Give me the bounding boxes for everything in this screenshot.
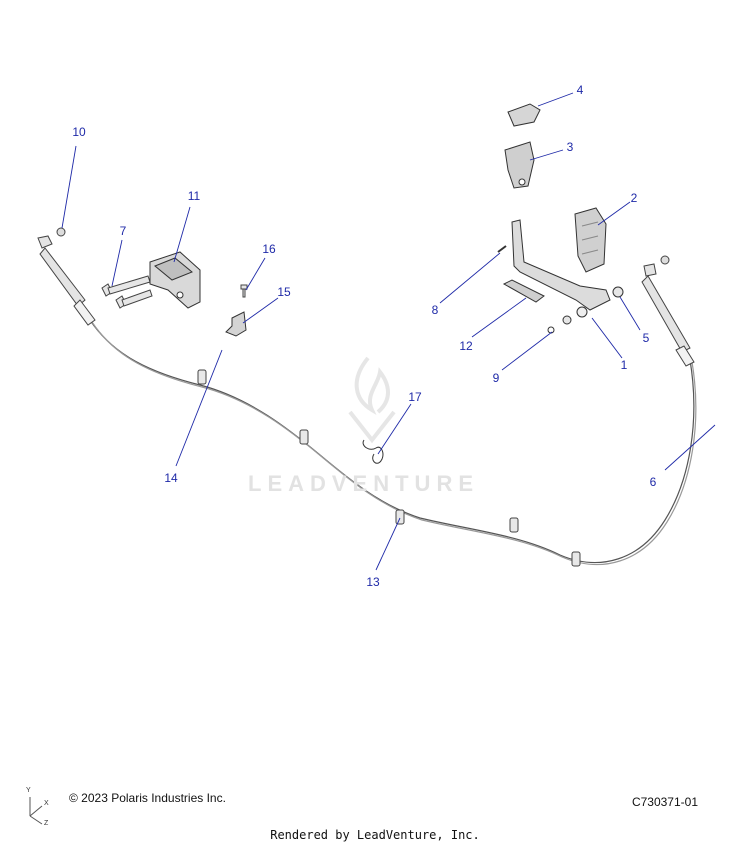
watermark-text: LEADVENTURE xyxy=(248,471,480,496)
callout-5: 5 xyxy=(642,331,650,345)
left-cable-boot xyxy=(37,235,96,326)
pedal-arm-1 xyxy=(511,219,611,318)
bolt-7 xyxy=(101,275,153,309)
clip-9 xyxy=(547,326,555,334)
callout-11: 11 xyxy=(187,189,201,203)
bracket-11 xyxy=(149,251,201,309)
drawing-id: C730371-01 xyxy=(631,795,698,809)
clamp-17 xyxy=(362,439,384,464)
watermark-logo-icon xyxy=(348,356,396,444)
callout-16: 16 xyxy=(262,242,276,256)
cable-clip xyxy=(197,369,581,567)
callout-8: 8 xyxy=(431,303,439,317)
callout-9: 9 xyxy=(492,371,500,385)
callout-13: 13 xyxy=(366,575,380,589)
callout-17: 17 xyxy=(408,390,422,404)
axis-x-label: X xyxy=(44,800,49,807)
leader-lines xyxy=(61,92,716,571)
rendered-by-text: Rendered by LeadVenture, Inc. xyxy=(270,828,480,842)
pin-8 xyxy=(497,245,507,253)
callout-6: 6 xyxy=(649,475,657,489)
axis-triad-icon xyxy=(29,797,43,825)
nut-right xyxy=(660,255,670,265)
callout-3: 3 xyxy=(566,140,574,154)
callout-14: 14 xyxy=(164,471,178,485)
copyright-text: © 2023 Polaris Industries Inc. xyxy=(69,791,226,805)
nut-10 xyxy=(56,227,66,237)
screw-16 xyxy=(240,284,248,298)
axis-y-label: Y xyxy=(26,787,31,794)
washer xyxy=(562,315,572,325)
callout-1: 1 xyxy=(620,358,628,372)
callout-10: 10 xyxy=(72,125,86,139)
callout-4: 4 xyxy=(576,83,584,97)
handle-3 xyxy=(504,141,535,189)
callout-15: 15 xyxy=(277,285,291,299)
pedal-pad-2 xyxy=(574,207,607,273)
callout-12: 12 xyxy=(459,339,473,353)
bushing-5 xyxy=(612,286,624,298)
bracket-15 xyxy=(225,311,247,337)
parking-brake-cable xyxy=(89,319,697,565)
axis-z-label: Z xyxy=(44,820,49,827)
cap-4 xyxy=(507,103,541,127)
right-cable-boot xyxy=(641,263,695,367)
callout-2: 2 xyxy=(630,191,638,205)
grip-12 xyxy=(502,279,545,303)
callout-7: 7 xyxy=(119,224,127,238)
